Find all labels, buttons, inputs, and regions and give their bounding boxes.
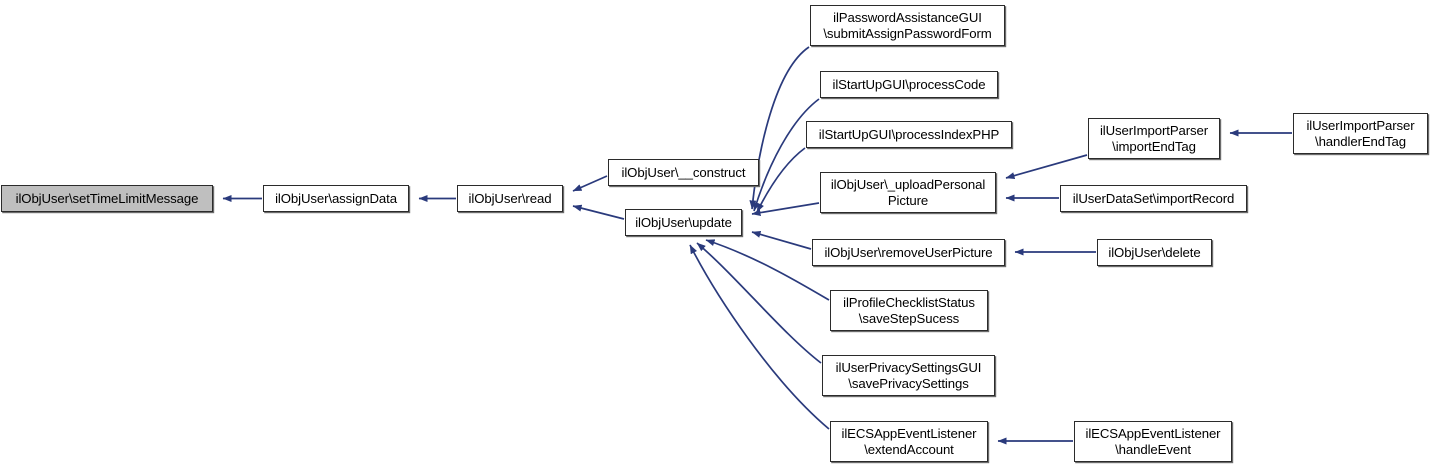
edge-removeUserPicture-update — [751, 231, 812, 250]
node-processIndexPHP[interactable]: ilStartUpGUI\processIndexPHP — [806, 121, 1012, 148]
edge-extendAccount-update — [689, 244, 830, 430]
node-processCode[interactable]: ilStartUpGUI\processCode — [820, 71, 998, 98]
node-setTimeLimitMessage[interactable]: ilObjUser\setTimeLimitMessage — [1, 185, 213, 212]
node-saveStepSucess[interactable]: ilProfileChecklistStatus \saveStepSucess — [830, 290, 988, 331]
node-delete[interactable]: ilObjUser\delete — [1097, 239, 1212, 266]
node-removeUserPicture[interactable]: ilObjUser\removeUserPicture — [812, 239, 1005, 266]
edge-submitAssignPasswordForm-update — [749, 46, 810, 210]
node-importRecord[interactable]: ilUserDataSet\importRecord — [1060, 185, 1247, 212]
edge-uploadPersonalPicture-update — [751, 202, 820, 217]
node-extendAccount[interactable]: ilECSAppEventListener \extendAccount — [830, 421, 988, 462]
edge-savePrivacySettings-update — [696, 242, 822, 364]
edge-importEndTag-uploadPersonalPicture — [1005, 154, 1088, 180]
node-construct[interactable]: ilObjUser\__construct — [608, 159, 759, 186]
edge-construct-read — [572, 175, 608, 192]
node-submitAssignPasswordForm[interactable]: ilPasswordAssistanceGUI \submitAssignPas… — [810, 5, 1005, 46]
node-assignData[interactable]: ilObjUser\assignData — [263, 185, 409, 212]
node-handleEvent[interactable]: ilECSAppEventListener \handleEvent — [1074, 421, 1232, 462]
node-update[interactable]: ilObjUser\update — [625, 209, 742, 236]
node-importEndTag[interactable]: ilUserImportParser \importEndTag — [1088, 118, 1220, 159]
edge-processIndexPHP-update — [756, 147, 806, 213]
node-read[interactable]: ilObjUser\read — [457, 185, 563, 212]
edge-update-read — [572, 204, 625, 220]
edge-saveStepSucess-update — [705, 239, 830, 301]
node-handlerEndTag[interactable]: ilUserImportParser \handlerEndTag — [1293, 113, 1428, 154]
node-uploadPersonalPicture[interactable]: ilObjUser\_uploadPersonal Picture — [820, 172, 996, 213]
edge-processCode-update — [753, 98, 820, 212]
node-savePrivacySettings[interactable]: ilUserPrivacySettingsGUI \savePrivacySet… — [822, 355, 995, 396]
